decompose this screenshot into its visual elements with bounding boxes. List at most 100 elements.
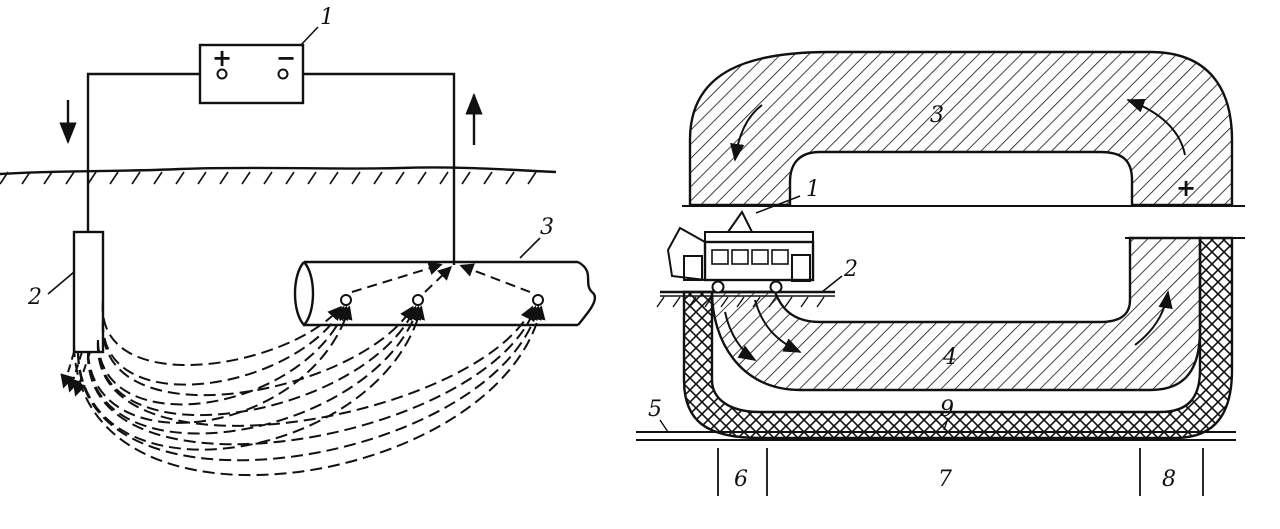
ground-surface bbox=[0, 166, 557, 176]
lower-loop bbox=[710, 236, 1202, 392]
ground-hatch-mark bbox=[219, 171, 229, 185]
ground-hatch-mark bbox=[307, 171, 317, 185]
rail-hatch-mark bbox=[784, 296, 793, 308]
rail-hatch-mark bbox=[704, 296, 713, 308]
electrode-discharge-arrow bbox=[66, 351, 83, 393]
right-figure: + 3 4 2 1 bbox=[636, 50, 1245, 496]
electrode-discharge-arrow bbox=[60, 351, 75, 389]
ground-hatching bbox=[0, 171, 537, 185]
upper-loop-arrow-right bbox=[1126, 98, 1186, 156]
ground-line-leader bbox=[659, 419, 669, 433]
lower-loop-arrow-right bbox=[1134, 290, 1173, 346]
pipe-surface-current-1 bbox=[351, 261, 443, 293]
lower-loop-arrow-left-inner bbox=[724, 311, 757, 361]
ground-hatch-mark bbox=[505, 171, 515, 185]
rail-hatch-mark bbox=[768, 296, 777, 308]
tram-wheel-rear bbox=[769, 280, 783, 294]
ground-hatch-mark bbox=[87, 171, 97, 185]
tram-label: 1 bbox=[806, 177, 820, 202]
buried-pipe-loop bbox=[682, 236, 1234, 440]
pipe-9-leader bbox=[943, 417, 949, 431]
soil-current-line-12 bbox=[73, 305, 546, 476]
zone-middle-label: 7 bbox=[938, 467, 952, 492]
ground-hatch-mark bbox=[175, 171, 185, 185]
ground-hatch-mark bbox=[483, 171, 493, 185]
soil-current-line-11 bbox=[77, 305, 542, 462]
tram bbox=[666, 210, 815, 294]
anode-electrode bbox=[72, 230, 105, 354]
zone-left-label: 6 bbox=[734, 467, 748, 492]
soil-current-line-9 bbox=[96, 305, 534, 427]
pipe-defect-1 bbox=[340, 294, 352, 306]
electrode-leader bbox=[47, 271, 75, 295]
rail-ground-hatching bbox=[656, 296, 825, 308]
upper-loop-label: 3 bbox=[930, 103, 944, 128]
battery-plus-sign: + bbox=[212, 44, 232, 72]
soil-current-line-6 bbox=[96, 305, 417, 416]
ground-hatch-mark bbox=[241, 171, 251, 185]
ground-hatch-mark bbox=[351, 171, 361, 185]
ground-hatch-mark bbox=[153, 171, 163, 185]
wire-left bbox=[86, 72, 200, 232]
upper-plus-sign: + bbox=[1176, 174, 1196, 202]
rail-hatch-mark bbox=[752, 296, 761, 308]
ground-hatch-mark bbox=[131, 171, 141, 185]
tram-window-3 bbox=[751, 249, 769, 265]
upper-loop bbox=[688, 50, 1234, 207]
ground-hatch-mark bbox=[461, 171, 471, 185]
ground-hatch-mark bbox=[439, 171, 449, 185]
battery-plus-terminal bbox=[216, 68, 228, 80]
ground-hatch-mark bbox=[417, 171, 427, 185]
pipe-defect-3 bbox=[532, 294, 544, 306]
ground-hatch-mark bbox=[263, 171, 273, 185]
ground-hatch-mark bbox=[395, 171, 405, 185]
tram-window-4 bbox=[771, 249, 789, 265]
soil-current-line-10 bbox=[86, 305, 538, 446]
wire-right bbox=[303, 72, 456, 265]
pipe-surface-current-3 bbox=[459, 263, 531, 293]
tram-window-1 bbox=[711, 249, 729, 265]
tram-rear-bogie bbox=[791, 254, 811, 282]
pipe-defect-2 bbox=[412, 294, 424, 306]
tram-front-bogie bbox=[683, 255, 703, 281]
buried-pipe-label: 9 bbox=[940, 397, 954, 422]
tram-leader bbox=[755, 195, 801, 214]
upper-loop-arrow-left bbox=[730, 104, 763, 162]
pipe-surface-current-2 bbox=[424, 266, 453, 293]
ground-line-label: 5 bbox=[648, 397, 662, 422]
rail-hatch-mark bbox=[816, 296, 825, 308]
ground-hatch-mark bbox=[373, 171, 383, 185]
left-figure: + − 1 2 3 bbox=[0, 5, 596, 476]
rail-hatch-mark bbox=[672, 296, 681, 308]
soil-current-line-7 bbox=[87, 305, 422, 435]
rail-hatch-mark bbox=[688, 296, 697, 308]
rail-hatch-mark bbox=[800, 296, 809, 308]
ground-hatch-mark bbox=[527, 171, 537, 185]
soil-current-line-2 bbox=[101, 305, 345, 386]
battery-minus-terminal bbox=[277, 68, 289, 80]
soil-current-line-5 bbox=[101, 305, 414, 397]
soil-current-line-3 bbox=[97, 305, 349, 406]
ground-hatch-mark bbox=[43, 171, 53, 185]
rail-leader bbox=[821, 275, 843, 293]
rail-hatch-mark bbox=[656, 296, 665, 308]
tram-front bbox=[666, 226, 706, 282]
pipe-label: 3 bbox=[540, 215, 554, 240]
zone-right-label: 8 bbox=[1162, 467, 1176, 492]
battery-leader bbox=[299, 26, 319, 47]
soil-current-line-8 bbox=[77, 305, 425, 451]
ground-hatch-mark bbox=[329, 171, 339, 185]
tram-window-2 bbox=[731, 249, 749, 265]
lower-loop-label: 4 bbox=[942, 345, 957, 370]
battery-label: 1 bbox=[320, 5, 334, 30]
tram-pantograph bbox=[727, 210, 753, 233]
electrode-label: 2 bbox=[27, 285, 42, 310]
rail-hatch-mark bbox=[736, 296, 745, 308]
ground-hatch-mark bbox=[0, 171, 9, 185]
tram-roof bbox=[704, 231, 814, 243]
ground-hatch-mark bbox=[197, 171, 207, 185]
tram-body bbox=[703, 240, 815, 282]
pipe-broken-end bbox=[577, 260, 596, 326]
ground-hatch-mark bbox=[21, 171, 31, 185]
